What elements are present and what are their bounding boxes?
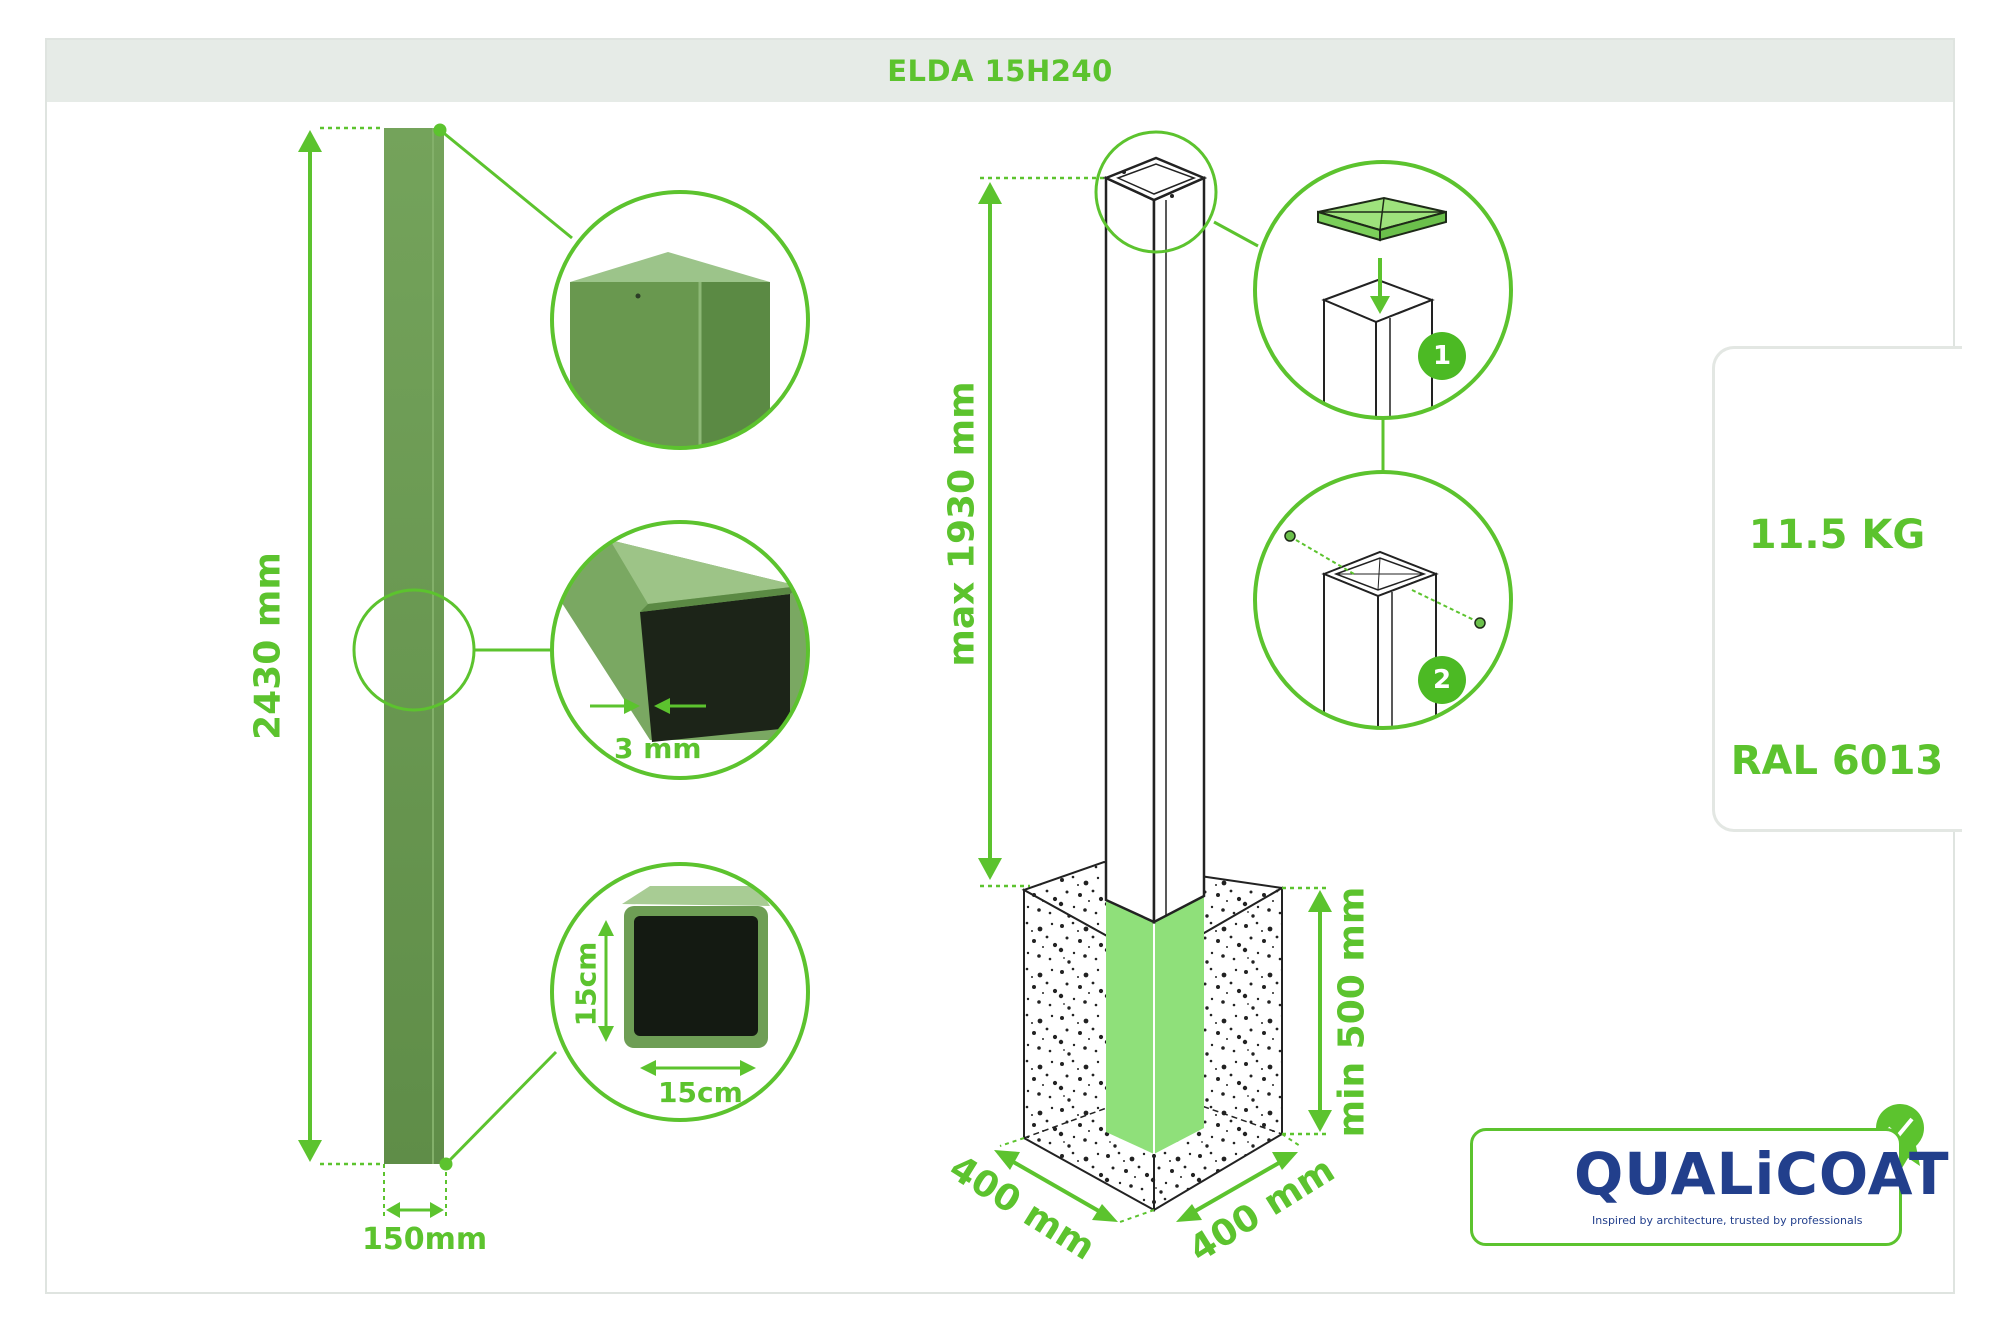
qualicoat-tagline: Inspired by architecture, trusted by pro… — [1592, 1214, 1863, 1227]
step-2-number: 2 — [1432, 665, 1452, 695]
width-dimension — [383, 1164, 447, 1218]
step-1-cap-placement — [1253, 160, 1513, 420]
spec-panel — [1712, 346, 1962, 832]
detail-connectors — [352, 123, 573, 1171]
height-dimension — [298, 126, 384, 1166]
installed-post — [1094, 130, 1259, 925]
detail-top-cap — [550, 190, 810, 450]
step-2-screw-fixing — [1253, 470, 1513, 730]
concrete-foundation — [1021, 860, 1285, 1212]
min-depth-label: min 500 mm — [1331, 886, 1373, 1138]
header-bar: ELDA 15H240 — [47, 40, 1953, 102]
foundation-dimensions — [994, 1133, 1301, 1223]
wall-thickness-label: 3 mm — [614, 732, 702, 765]
step-1-number: 1 — [1432, 341, 1452, 371]
post-width-label: 150mm — [362, 1222, 488, 1257]
step-1-badge — [1418, 332, 1466, 380]
detail-wall-thickness — [550, 520, 810, 780]
weight-value: 11.5 KG — [1748, 512, 1926, 558]
post-elevation — [384, 128, 444, 1164]
depth-dimension — [1282, 886, 1332, 1136]
above-ground-dimension — [978, 176, 1106, 888]
qualicoat-badge — [1470, 1128, 1902, 1246]
post-body — [384, 128, 444, 1164]
page-title: ELDA 15H240 — [887, 54, 1113, 88]
section-arrows — [598, 920, 756, 1076]
total-height-label: 2430 mm — [247, 552, 289, 740]
section-height-label: 15cm — [569, 941, 603, 1027]
ral-color-value: RAL 6013 — [1730, 738, 1944, 784]
thickness-arrows — [590, 698, 706, 714]
detail-cross-section — [550, 862, 810, 1122]
section-width-label: 15cm — [658, 1076, 743, 1109]
qualicoat-logo-text: QUALiCOAT — [1574, 1140, 1950, 1208]
above-ground-label: max 1930 mm — [941, 381, 983, 667]
step-2-badge — [1418, 656, 1466, 704]
